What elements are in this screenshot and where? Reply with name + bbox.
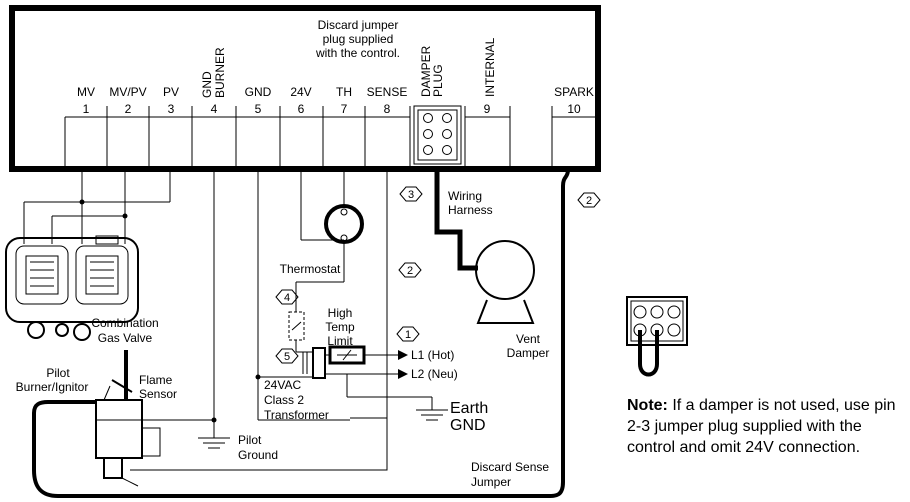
terminal-5-number: 5: [255, 102, 262, 116]
earth-gnd-label-2: GND: [450, 417, 486, 434]
terminal-4-number: 4: [211, 102, 218, 116]
transformer: 24VAC Class 2 Transformer: [258, 347, 329, 422]
terminal-7-label: TH: [336, 85, 352, 99]
high-temp-label-2: Temp: [325, 320, 355, 334]
damper-note: Note: If a damper is not used, use pin 2…: [627, 395, 909, 458]
thermostat-label: Thermostat: [280, 262, 341, 276]
callout-2-middle: 2: [398, 262, 422, 278]
discard-sense-label-1: Discard Sense: [471, 460, 549, 474]
terminal-10-number: 10: [567, 102, 581, 116]
terminal-3-label: PV: [163, 85, 179, 99]
terminal-strip: [64, 106, 596, 170]
callout-4: 4: [275, 289, 299, 305]
callout-2-right: 2: [577, 192, 601, 208]
discard-sense-label-2: Jumper: [471, 475, 511, 489]
combination-valve-label-2: Gas Valve: [98, 331, 153, 345]
control-module-box: [9, 5, 601, 172]
vent-damper-label-2: Damper: [507, 346, 550, 360]
pilot-burner-label-2: Burner/Ignitor: [16, 380, 89, 394]
discard-jumper-text-1: Discard jumper: [318, 18, 399, 32]
terminal-10-label: SPARK: [554, 85, 594, 99]
terminal-7-number: 7: [341, 102, 348, 116]
terminal-2-number: 2: [125, 102, 132, 116]
damper-plug-label-line2: PLUG: [431, 64, 445, 97]
discard-jumper-text-3: with the control.: [315, 46, 400, 60]
wiring-harness-cable: [434, 166, 478, 271]
damper-plug-label-line1: DAMPER: [419, 45, 433, 97]
pilot-burner-ignitor: Pilot Burner/Ignitor Flame Sensor: [16, 350, 177, 487]
terminal-8-number: 8: [384, 102, 391, 116]
terminal-4-label-line2: BURNER: [213, 47, 227, 98]
jumper-plug-illustration: [626, 296, 688, 377]
svg-text:5: 5: [284, 351, 290, 363]
svg-text:4: 4: [284, 292, 290, 304]
pilot-ground-label-1: Pilot: [238, 433, 262, 447]
flame-sensor-label-1: Flame: [139, 373, 173, 387]
terminal-3-number: 3: [168, 102, 175, 116]
combination-gas-valve: Combination Gas Valve: [5, 235, 159, 345]
note-text: If a damper is not used, use pin 2-3 jum…: [627, 397, 896, 456]
l2-neu-label: L2 (Neu): [411, 367, 458, 381]
svg-text:2: 2: [586, 195, 592, 207]
terminal-9-number: 9: [484, 102, 491, 116]
pilot-burner-label-1: Pilot: [46, 366, 70, 380]
transformer-label-2: Class 2: [264, 393, 304, 407]
combination-valve-label-1: Combination: [91, 316, 158, 330]
terminal-6-number: 6: [298, 102, 305, 116]
callout-5: 5: [275, 348, 299, 364]
terminal-2-label: MV/PV: [109, 85, 146, 99]
callout-3: 3: [399, 186, 423, 202]
transformer-label-3: Transformer: [264, 408, 329, 422]
high-temp-label-1: High: [328, 306, 353, 320]
terminal-9-label: INTERNAL: [483, 37, 497, 97]
terminal-1-label: MV: [77, 85, 95, 99]
svg-text:3: 3: [408, 189, 414, 201]
sense-wire: [130, 170, 388, 471]
terminal-5-label: GND: [245, 85, 272, 99]
vent-damper-label-1: Vent: [516, 332, 541, 346]
earth-gnd-label-1: Earth: [450, 400, 488, 417]
damper-plug-socket: [413, 105, 462, 165]
wiring-harness-label-2: Harness: [448, 203, 493, 217]
discard-jumper-text-2: plug supplied: [323, 32, 394, 46]
terminal-6-label: 24V: [290, 85, 311, 99]
earth-ground: Earth GND: [346, 374, 488, 434]
flame-sensor-label-2: Sensor: [139, 387, 177, 401]
high-temp-label-3: Limit: [327, 334, 353, 348]
transformer-label-1: 24VAC: [264, 378, 301, 392]
callout-1: 1: [396, 326, 420, 342]
high-temp-limit-switch: L1 (Hot) L2 (Neu): [325, 345, 458, 381]
note-bold: Note:: [627, 397, 668, 414]
vent-damper-motor: Vent Damper: [475, 240, 550, 360]
gas-valve-wires: [23, 170, 171, 244]
l1-hot-label: L1 (Hot): [411, 348, 454, 362]
terminal-8-label: SENSE: [367, 85, 408, 99]
limit-circuit: High Temp Limit: [288, 281, 355, 353]
thermostat: Thermostat: [280, 170, 364, 282]
wiring-harness-label-1: Wiring: [448, 189, 482, 203]
svg-text:1: 1: [405, 329, 411, 341]
terminal-4-label-line1: GND: [200, 71, 214, 98]
pilot-ground-label-2: Ground: [238, 448, 278, 462]
ground-wires: Pilot Ground: [96, 170, 350, 462]
svg-text:2: 2: [407, 265, 413, 277]
spark-ignition-wire: [32, 169, 570, 498]
terminal-1-number: 1: [83, 102, 90, 116]
